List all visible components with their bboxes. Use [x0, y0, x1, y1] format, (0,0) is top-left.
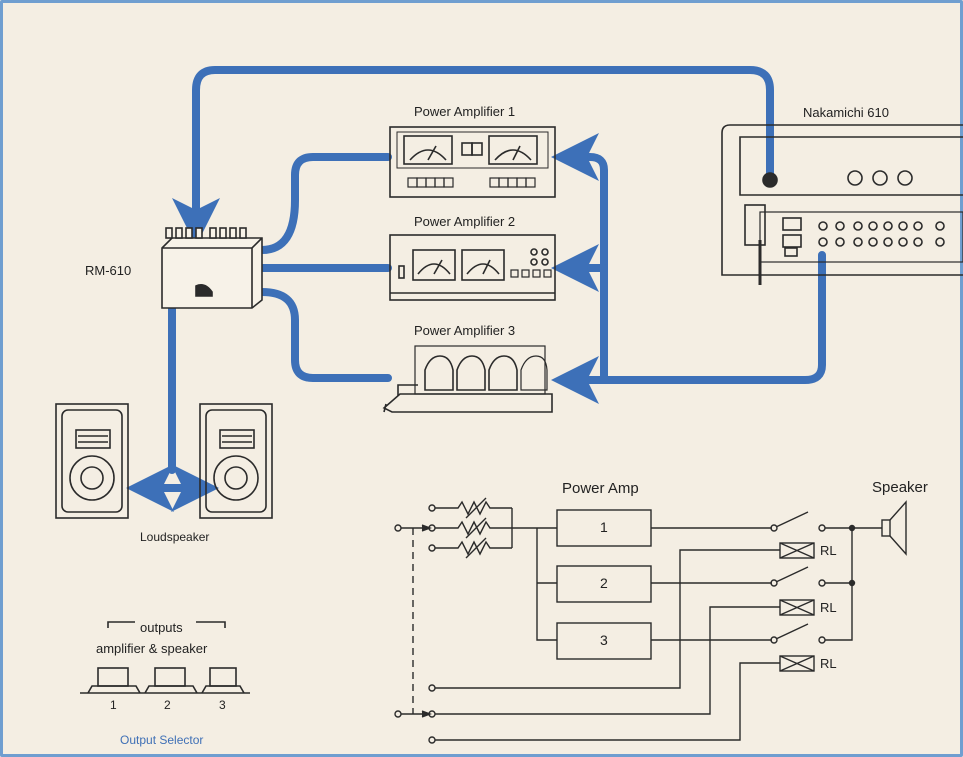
- amp-1-number: 1: [600, 519, 608, 535]
- relay-1-label: RL: [820, 543, 837, 558]
- power-amplifier-1: [389, 126, 556, 198]
- selector-button-3-label: 3: [219, 698, 226, 712]
- power-amplifier-2-label: Power Amplifier 2: [414, 214, 516, 229]
- amp-2-number: 2: [600, 575, 608, 591]
- loudspeaker-left: [55, 403, 129, 519]
- power-amplifier-3-label: Power Amplifier 3: [414, 323, 516, 338]
- relay-2-label: RL: [820, 600, 837, 615]
- loudspeaker-label: Loudspeaker: [140, 530, 210, 544]
- rm610-label: RM-610: [85, 263, 132, 278]
- power-amplifier-2: [389, 234, 556, 301]
- nakamichi-610-label: Nakamichi 610: [803, 105, 889, 120]
- signal-cables: [126, 66, 826, 512]
- nakamichi-610-unit: [721, 124, 963, 285]
- output-selector: [80, 621, 250, 694]
- rm610-unit: [161, 227, 263, 309]
- power-amplifier-1-label: Power Amplifier 1: [414, 104, 516, 119]
- power-amplifier-3: [382, 345, 553, 413]
- amp-3-number: 3: [600, 632, 608, 648]
- power-amp-heading: Power Amp: [562, 480, 639, 497]
- loudspeaker-right: [199, 403, 273, 519]
- relay-3-label: RL: [820, 656, 837, 671]
- selector-button-2-label: 2: [164, 698, 171, 712]
- cable-nakamichi-to-amps: [551, 251, 826, 404]
- cable-rm610-to-amp1: [258, 153, 392, 254]
- rear-jacks: [818, 221, 945, 247]
- cable-distribution-vertical: [551, 133, 608, 384]
- circuit-schematic: [394, 497, 907, 744]
- speaker-heading: Speaker: [872, 479, 928, 496]
- cable-rm610-to-amp3: [258, 288, 392, 382]
- selector-outputs-label: outputs: [140, 620, 183, 635]
- selector-amp-speaker-label: amplifier & speaker: [96, 641, 208, 656]
- cable-remote-to-rm610: [172, 66, 774, 246]
- output-selector-caption: Output Selector: [120, 733, 204, 747]
- selector-button-1-label: 1: [110, 698, 117, 712]
